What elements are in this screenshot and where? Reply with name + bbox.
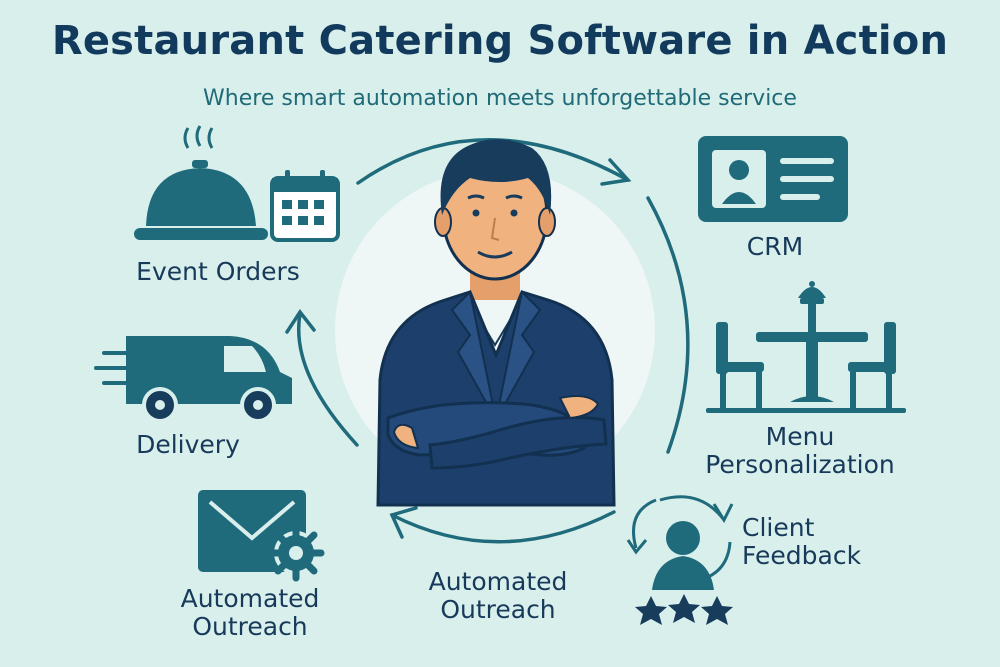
label-automated-outreach-center-line2: Outreach <box>440 595 556 624</box>
cloche-icon <box>134 125 268 240</box>
cycle-arrow-bottom-head <box>389 506 418 539</box>
label-menu-personalization-line1: Menu <box>765 422 835 451</box>
cycle-arrow-top <box>356 138 630 185</box>
label-client-feedback: Client Feedback <box>742 514 912 570</box>
cycle-arrow-right <box>646 196 690 454</box>
label-delivery: Delivery <box>136 430 240 459</box>
label-automated-outreach-center-line1: Automated <box>428 567 568 596</box>
label-client-feedback-line1: Client <box>742 513 815 542</box>
page-subtitle: Where smart automation meets unforgettab… <box>203 86 797 111</box>
label-automated-outreach-left: Automated Outreach <box>150 585 350 641</box>
page-title: Restaurant Catering Software in Action <box>51 18 949 64</box>
feedback-cycle-icon <box>626 495 734 590</box>
label-automated-outreach-left-line1: Automated <box>180 584 320 613</box>
cycle-arrow-bottom <box>390 510 616 544</box>
label-event-orders: Event Orders <box>136 257 300 286</box>
cycle-arrows <box>285 138 690 544</box>
crm-card-icon <box>698 136 848 222</box>
calendar-icon <box>270 170 340 242</box>
delivery-van-icon <box>94 336 292 423</box>
cycle-arrow-left-head <box>285 308 316 334</box>
label-menu-personalization: Menu Personalization <box>690 423 910 479</box>
label-crm: CRM <box>746 232 804 261</box>
label-automated-outreach-left-line2: Outreach <box>192 612 308 641</box>
label-menu-personalization-line2: Personalization <box>705 450 895 479</box>
envelope-gear-icon <box>198 490 325 582</box>
cycle-arrow-top-head <box>600 158 632 186</box>
dining-table-icon <box>706 281 906 413</box>
label-automated-outreach-center: Automated Outreach <box>398 568 598 624</box>
cycle-arrow-left <box>296 312 359 447</box>
label-client-feedback-line2: Feedback <box>742 541 862 570</box>
person-illustration <box>376 139 616 507</box>
star-icon <box>635 594 733 625</box>
